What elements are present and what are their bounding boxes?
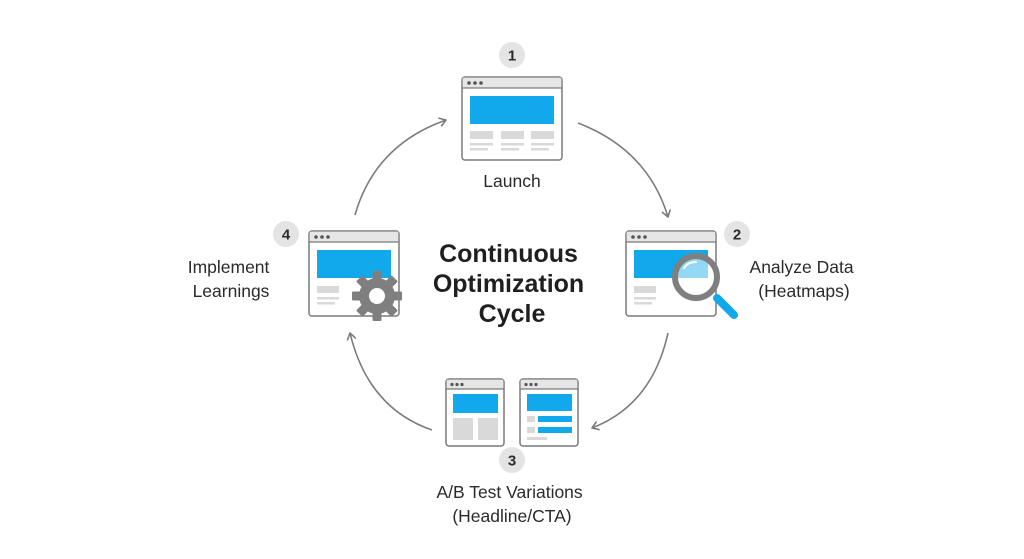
title-line: Continuous	[439, 240, 578, 268]
arrow-implement-to-launch	[354, 117, 447, 216]
step-2-label: Analyze Data (Heatmaps)	[750, 257, 859, 301]
label-line: A/B Test Variations	[436, 482, 582, 502]
arrow-test-to-implement	[346, 332, 433, 431]
arrow-analyze-to-test	[591, 332, 669, 431]
label-line: (Heatmaps)	[758, 281, 849, 301]
label-line: Implement	[188, 257, 270, 277]
step-number: 4	[282, 227, 291, 244]
title-line: Cycle	[479, 300, 546, 328]
cycle-arrows	[346, 117, 671, 431]
arrow-launch-to-analyze	[577, 122, 671, 218]
variant-b-window	[519, 378, 579, 447]
ab-test-windows-icon	[445, 378, 579, 447]
step-2-analyze: 2 Analyze Data (Heatmaps)	[625, 221, 859, 319]
title-line: Optimization	[433, 270, 584, 298]
label-line: Launch	[483, 171, 540, 191]
diagram-title: Continuous Optimization Cycle	[433, 240, 591, 328]
step-1-label: Launch	[483, 171, 540, 191]
step-4-label: Implement Learnings	[188, 257, 275, 301]
label-line: (Headline/CTA)	[452, 506, 571, 526]
step-1-badge: 1	[499, 42, 525, 68]
browser-window-icon	[461, 76, 563, 161]
step-4-badge: 4	[273, 221, 299, 247]
step-4-implement: 4	[188, 221, 402, 321]
gear-icon	[352, 271, 402, 321]
magnifying-glass-icon	[672, 253, 738, 319]
label-line: Analyze Data	[750, 257, 854, 277]
label-line: Learnings	[193, 281, 270, 301]
step-number: 1	[508, 48, 516, 65]
step-3-badge: 3	[499, 447, 525, 473]
step-1-launch: 1 Launch	[461, 42, 563, 191]
step-3-label: A/B Test Variations (Headline/CTA)	[436, 482, 587, 526]
step-number: 3	[508, 453, 516, 470]
step-number: 2	[733, 227, 741, 244]
variant-a-window	[445, 378, 505, 447]
step-2-badge: 2	[724, 221, 750, 247]
step-3-ab-test: 3 A/B Test Variations (Headline/CTA)	[436, 378, 587, 526]
